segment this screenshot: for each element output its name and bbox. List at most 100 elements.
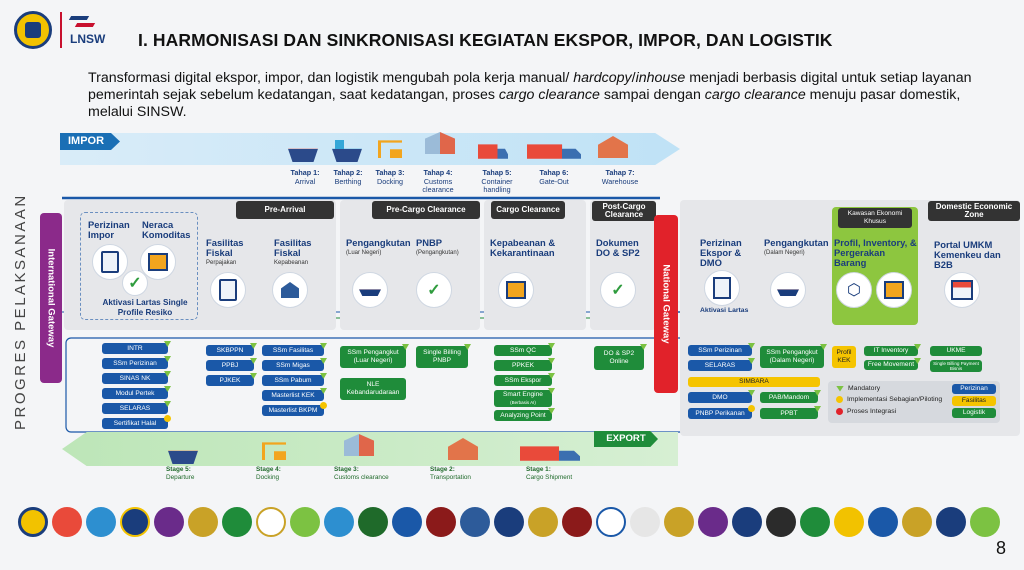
national-gateway: National Gateway	[654, 215, 678, 393]
container-scan-icon	[498, 272, 534, 308]
box-pab-mandom: PAB/Mandom	[760, 392, 818, 403]
agency-logo-28-icon	[936, 507, 966, 537]
agency-logo-strip	[18, 500, 1008, 544]
phase-pre-arrival: Pre-Arrival	[236, 201, 334, 219]
node-portal-umkm: Portal UMKM Kemenkeu dan B2B	[934, 239, 1001, 270]
box-intr: INTR	[102, 343, 168, 354]
phase-kawasan-ekonomi-khusus: Kawasan Ekonomi Khusus	[838, 208, 912, 228]
agency-logo-11-icon	[358, 507, 388, 537]
export-ship-icon	[168, 450, 198, 464]
phase-cargo-clearance: Cargo Clearance	[491, 201, 565, 219]
box-simbara: SIMBARA	[688, 377, 820, 387]
pnbp-check-icon	[416, 272, 452, 308]
import-stage-6: Tahap 6:Gate-Out	[539, 168, 569, 186]
export-tag: EXPORT	[594, 431, 658, 447]
box-sertifikat-halal: Sertifikat Halal	[102, 415, 171, 429]
shop-icon	[944, 272, 980, 308]
export-stage-1: Stage 1:Cargo Shipment	[526, 466, 573, 481]
import-stage-5: Tahap 5:Container handling	[481, 168, 513, 194]
phase-post-cargo-clearance: Post-Cargo Clearance	[592, 201, 656, 221]
box-ssm-ekspor: SSm Ekspor	[494, 375, 552, 386]
node-perizinan-impor: Perizinan Impor	[88, 219, 130, 240]
agency-logo-4-icon	[120, 507, 150, 537]
agency-logo-5-icon	[154, 507, 184, 537]
agency-logo-2-icon	[52, 507, 82, 537]
agency-logo-19-icon	[630, 507, 660, 537]
box-selaras: SELARAS	[102, 403, 168, 414]
cargo-ship-icon	[352, 272, 388, 308]
agency-logo-kemenkeu-icon	[18, 507, 48, 537]
intro-italic-3: cargo clearance	[498, 87, 600, 103]
intro-text-2: /	[631, 70, 636, 86]
agency-logo-16-icon	[528, 507, 558, 537]
box-single-billing-pnbp: Single Billing PNBP	[416, 346, 468, 368]
node-pnbp: PNBP(Pengangkutan)	[416, 237, 459, 257]
import-stage-7: Tahap 7:Warehouse	[601, 168, 639, 186]
box-analyzing-point: Analyzing Point	[494, 410, 552, 421]
agency-logo-10-icon	[324, 507, 354, 537]
export-stage-3: Stage 3:Customs clearance	[334, 466, 389, 481]
pre-cargo-area	[340, 200, 480, 330]
import-stage-1: Tahap 1:Arrival	[290, 168, 320, 186]
export-stage-5: Stage 5:Departure	[166, 466, 195, 481]
legend-partial-swatch	[836, 396, 843, 403]
box-ssm-pengangkut-dn: SSm Pengangkut (Dalam Negeri)	[760, 346, 824, 368]
post-cargo-area	[590, 200, 656, 330]
box-smart-engine: Smart Engine(Berbasis AI)	[494, 390, 552, 407]
box-ssm-perizinan-ekspor: SSm Perizinan	[688, 345, 752, 356]
box-ppkek: PPKEK	[494, 360, 552, 371]
legend-perizinan: Perizinan	[952, 384, 996, 394]
export-warehouse-icon	[448, 438, 478, 460]
phase-pre-cargo-clearance: Pre-Cargo Clearance	[372, 201, 480, 219]
node-dokumen-do-sp2: Dokumen DO & SP2	[596, 237, 640, 258]
perizinan-document-icon	[92, 244, 128, 280]
box-single-billing-payment: Single Billing Payment Bisnis	[930, 360, 982, 372]
agency-logo-12-icon	[392, 507, 422, 537]
agency-logo-24-icon	[800, 507, 830, 537]
import-tag: IMPOR	[60, 133, 120, 150]
legend-logistik: Logistik	[952, 408, 996, 418]
export-license-icon	[704, 270, 740, 306]
box-do-sp2-online: DO & SP2 Online	[594, 346, 644, 370]
intro-italic-1: hardcopy	[573, 70, 632, 86]
agency-logo-26-icon	[868, 507, 898, 537]
kemenkeu-logo-icon	[14, 11, 52, 49]
agency-logo-29-icon	[970, 507, 1000, 537]
box-masterlist-kek: Masterlist KEK	[262, 390, 324, 401]
node-neraca-komoditas: Neraca Komoditas	[142, 219, 191, 240]
scale-icon	[140, 244, 176, 280]
page-number: 8	[996, 538, 1007, 558]
export-stage-4: Stage 4:Docking	[256, 466, 281, 481]
box-it-inventory: IT Inventory	[864, 346, 918, 356]
box-ssm-perizinan: SSm Perizinan	[102, 358, 168, 369]
box-ukme: UKME	[930, 346, 982, 356]
legend-integration-swatch	[836, 408, 843, 415]
box-skbppn: SKBPPN	[206, 345, 254, 356]
legend-fasilitas: Fasilitas	[952, 396, 996, 406]
agency-logo-3-icon	[86, 507, 116, 537]
box-sinas-nk: SINAS NK	[102, 373, 168, 384]
import-flow-band	[60, 133, 680, 165]
inventory-cube-icon	[836, 272, 872, 308]
box-ssm-pabum: SSm Pabum	[262, 375, 324, 386]
box-ppbt: PPBT	[760, 408, 818, 419]
box-ppbj: PPBJ	[206, 360, 254, 371]
intro-text-4: sampai dengan	[599, 87, 705, 103]
lnsw-logo-text: LNSW	[70, 32, 106, 46]
agency-logo-27-icon	[902, 507, 932, 537]
import-stage-2: Tahap 2:Berthing	[333, 168, 363, 186]
node-profil-inventory: Profil, Inventory, & Pergerakan Barang	[834, 237, 917, 268]
lnsw-logo: LNSW	[70, 14, 105, 46]
legend-integration: Proses Integrasi	[836, 408, 896, 415]
export-stage-2: Stage 2:Transportation	[430, 466, 471, 481]
box-ssm-qc: SSm QC	[494, 345, 552, 356]
box-profil-kek: Profil KEK	[832, 346, 856, 368]
logo-divider	[60, 12, 62, 48]
import-stage-3: Tahap 3:Docking	[375, 168, 405, 186]
node-aktivasi-lartas: Aktivasi Lartas Single Profile Resiko	[102, 298, 188, 317]
agency-logo-8-icon	[256, 507, 286, 537]
agency-logo-22-icon	[732, 507, 762, 537]
customs-building-icon	[425, 132, 455, 154]
